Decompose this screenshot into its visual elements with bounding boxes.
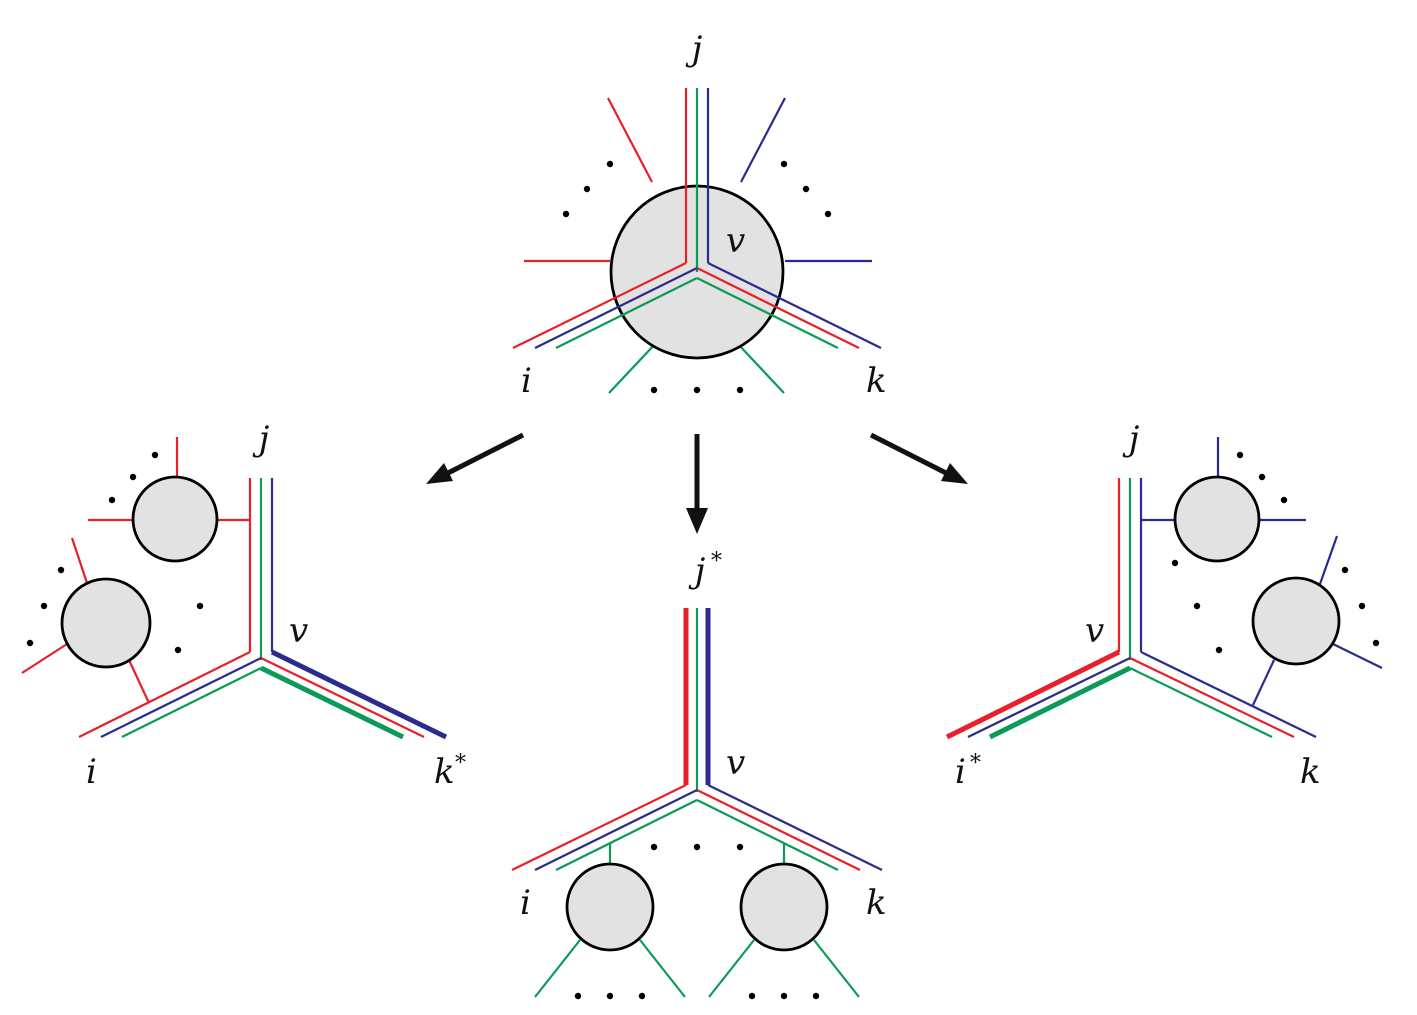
top-vertex-strands [512,88,882,394]
right-vertex-strands [945,437,1383,740]
top-label-k: k [866,361,887,401]
right-label-i: i [955,752,966,792]
right-small-node-lower [1251,576,1341,666]
middle-vertex-strands [511,608,883,1000]
right-small-node-upper [1173,475,1261,563]
right-label-j: j [1122,419,1140,459]
left-label-k-star: * [455,751,466,776]
middle-label-k: k [866,883,887,923]
left-label-k: k [434,752,455,792]
right-label-i-star: * [970,751,981,776]
middle-small-node-right [739,862,829,952]
left-label-j: j [252,419,270,459]
left-vertex-strands [21,437,448,740]
left-small-node-upper [131,475,219,563]
left-label-v: v [289,611,308,651]
middle-label-j: j [688,551,706,591]
arrow-down [686,434,708,534]
left-label-i: i [86,752,97,792]
top-vertex-diagram [524,97,872,394]
top-label-j: j [685,29,703,69]
middle-label-i: i [520,883,531,923]
middle-small-node-left [565,862,655,952]
top-label-v: v [726,221,745,261]
middle-label-v: v [726,743,745,783]
middle-label-j-star: * [711,549,722,574]
right-label-k: k [1300,752,1321,792]
top-label-i: i [521,361,532,401]
left-small-node-lower [60,577,152,669]
right-label-v: v [1085,611,1104,651]
arrow-right [869,432,968,484]
arrow-left [426,432,525,484]
